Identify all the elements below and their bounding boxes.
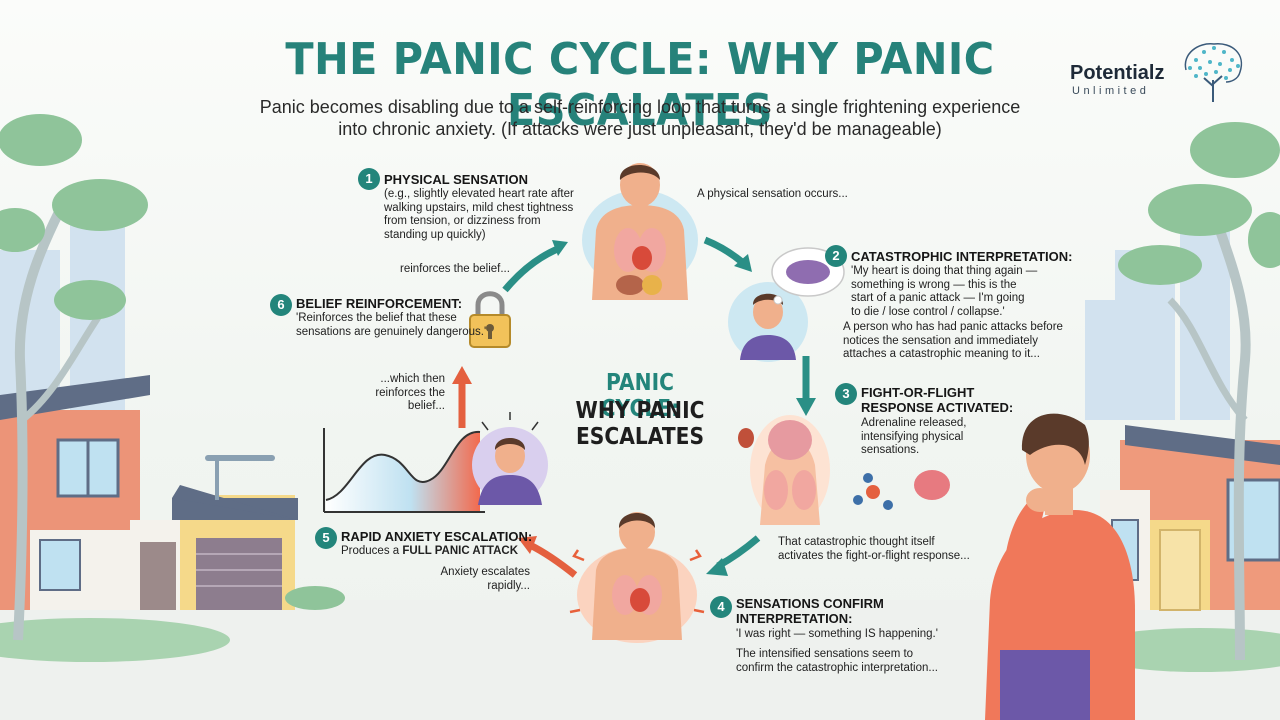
step-5-body: Produces a FULL PANIC ATTACK — [341, 545, 541, 559]
step-5-note-line: Anxiety escalates — [440, 566, 531, 578]
step-6-heading: BELIEF REINFORCEMENT: — [296, 296, 463, 311]
step-1-body-line: standing up quickly) — [384, 228, 486, 241]
step-4-heading: SENSATIONS CONFIRM INTERPRETATION: — [736, 596, 884, 626]
step-6-note-secondary-line: reinforces the belief... — [375, 386, 445, 413]
step-1-heading: PHYSICAL SENSATION — [384, 172, 528, 187]
step-6-body-line: 'Reinforces the belief that these — [296, 312, 457, 324]
fight-or-flight-illustration — [738, 415, 950, 525]
step-1-body-line: from tension, or dizziness from — [384, 215, 541, 227]
step-1-body-line: (e.g., slightly elevated heart rate afte… — [384, 188, 574, 200]
step-4-note-line: confirm the catastrophic interpretation.… — [736, 661, 938, 674]
step-2-heading: CATASTROPHIC INTERPRETATION: — [851, 249, 1073, 264]
logo-tagline: Unlimited — [1072, 85, 1150, 97]
step-3-body-line: sensations. — [861, 444, 920, 456]
logo-name: Potentialz — [1070, 62, 1165, 84]
center-title: WHY PANIC ESCALATES — [559, 398, 721, 450]
step-3-heading-line: RESPONSE ACTIVATED: — [861, 400, 1014, 415]
center-title-line-2: WHY PANIC — [575, 398, 705, 424]
step-2-body-line: 'My heart is doing that thing again — — [851, 265, 1038, 277]
step-4-badge: 4 — [710, 596, 732, 618]
body-sensation-illustration — [582, 163, 698, 300]
step-2-badge: 2 — [825, 245, 847, 267]
step-5-heading: RAPID ANXIETY ESCALATION: — [341, 529, 533, 544]
step-2-note-line: notices the sensation and immediately — [843, 334, 1038, 347]
step-3-badge: 3 — [835, 383, 857, 405]
step-3-note: That catastrophic thought itself activat… — [778, 536, 978, 563]
brand-logo: Potentialz Unlimited — [1070, 43, 1260, 114]
page-title: THE PANIC CYCLE: WHY PANIC ESCALATES — [285, 34, 995, 136]
step-5-note-line: rapidly... — [487, 579, 530, 592]
step-2-body-line: start of a panic attack — I'm going — [851, 292, 1025, 304]
step-6-body: 'Reinforces the belief that these sensat… — [296, 312, 496, 339]
subtitle-line-1: Panic becomes disabling due to a self-re… — [259, 97, 1021, 117]
step-1-body: (e.g., slightly elevated heart rate afte… — [384, 188, 584, 242]
step-3-body: Adrenaline released, intensifying physic… — [861, 417, 1011, 458]
step-5-body-text: Produces a — [341, 545, 403, 557]
step-4-heading-line: SENSATIONS CONFIRM — [736, 596, 884, 611]
tree-right-illustration — [1118, 122, 1280, 661]
worried-thinker-illustration — [728, 247, 845, 362]
thinking-man-illustration — [985, 413, 1135, 720]
brain-tree-icon — [1184, 43, 1243, 102]
step-1-note: A physical sensation occurs... — [697, 188, 848, 200]
sensations-confirm-illustration — [569, 512, 705, 643]
center-title-line-3: ESCALATES — [575, 424, 705, 450]
step-2-note-line: attaches a catastrophic meaning to it... — [843, 348, 1040, 360]
step-6-body-line: sensations are genuinely dangerous.' — [296, 325, 487, 338]
step-3-body-line: intensifying physical — [861, 430, 964, 443]
step-5-note: Anxiety escalates rapidly... — [430, 566, 531, 593]
cycle-arrows — [452, 236, 816, 578]
page-subtitle: Panic becomes disabling due to a self-re… — [250, 96, 1030, 140]
step-5-badge: 5 — [315, 527, 337, 549]
padlock-illustration — [469, 291, 511, 348]
step-4-note-line: The intensified sensations seem to — [736, 648, 914, 660]
step-3-heading: FIGHT-OR-FLIGHT RESPONSE ACTIVATED: — [861, 385, 1013, 415]
step-1-badge: 1 — [358, 168, 380, 190]
step-3-body-line: Adrenaline released, — [861, 417, 967, 429]
subtitle-line-2: into chronic anxiety. (If attacks were j… — [338, 119, 942, 139]
step-2-note-line: A person who has had panic attacks befor… — [843, 321, 1063, 333]
center-title-line-1: PANIC CYCLE: — [600, 370, 680, 422]
step-5-body-emphasis: FULL PANIC ATTACK — [402, 545, 518, 557]
step-6-note-secondary-line: ...which then — [380, 373, 445, 385]
anxiety-escalation-illustration — [323, 412, 548, 513]
step-2-body-line: to die / lose control / collapse.' — [851, 305, 1005, 318]
step-4-heading-line: INTERPRETATION: — [736, 611, 853, 626]
house-left-illustration — [0, 375, 345, 610]
step-4-note: The intensified sensations seem to confi… — [736, 648, 956, 675]
step-2-body-line: something is wrong — this is the — [851, 278, 1017, 291]
step-6-badge: 6 — [270, 294, 292, 316]
step-1-body-line: walking upstairs, mild chest tightness — [384, 201, 574, 214]
step-2-body: 'My heart is doing that thing again — so… — [851, 265, 1051, 319]
step-6-note: reinforces the belief... — [400, 263, 510, 275]
tree-left-illustration — [0, 114, 148, 641]
step-3-note-line: activates the fight-or-flight response..… — [778, 549, 970, 562]
step-3-note-line: That catastrophic thought itself — [778, 536, 935, 548]
step-3-heading-line: FIGHT-OR-FLIGHT — [861, 385, 975, 400]
step-6-note-secondary: ...which then reinforces the belief... — [343, 373, 445, 414]
step-2-note: A person who has had panic attacks befor… — [843, 321, 1063, 362]
step-4-body: 'I was right — something IS happening.' — [736, 628, 938, 640]
